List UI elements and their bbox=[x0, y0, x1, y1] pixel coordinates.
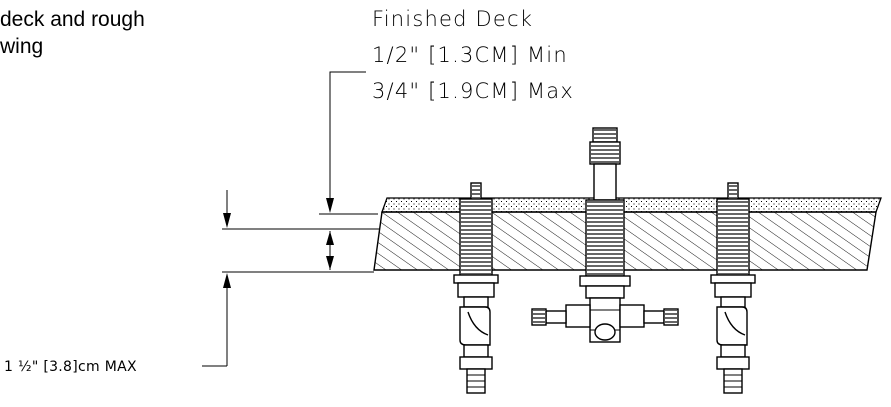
caption-line-1: deck and rough bbox=[0, 8, 145, 31]
center-spout-valve bbox=[531, 127, 679, 343]
deck-label-line-1: Finished Deck bbox=[372, 7, 533, 31]
deck-leader-line bbox=[329, 71, 366, 205]
deck-label-line-2: 1/2" [1.3CM] Min bbox=[372, 43, 568, 67]
max-depth-label: 1 ½" [3.8]cm MAX bbox=[4, 359, 137, 375]
top-dimension-arrow bbox=[223, 213, 231, 228]
max-dimension-arrow bbox=[223, 273, 231, 288]
caption-line-2: wing bbox=[0, 35, 44, 58]
countertop-section bbox=[373, 211, 877, 271]
deck-label-line-3: 3/4" [1.9CM] Max bbox=[372, 79, 574, 103]
finished-deck-layer bbox=[381, 197, 882, 213]
thickness-arrow-top bbox=[326, 231, 334, 245]
right-valve bbox=[710, 182, 756, 394]
thickness-arrow-bottom bbox=[326, 256, 334, 270]
left-valve bbox=[453, 182, 499, 394]
deck-leader-arrow bbox=[326, 198, 334, 213]
caption-text: deck and rough wing bbox=[0, 6, 145, 60]
